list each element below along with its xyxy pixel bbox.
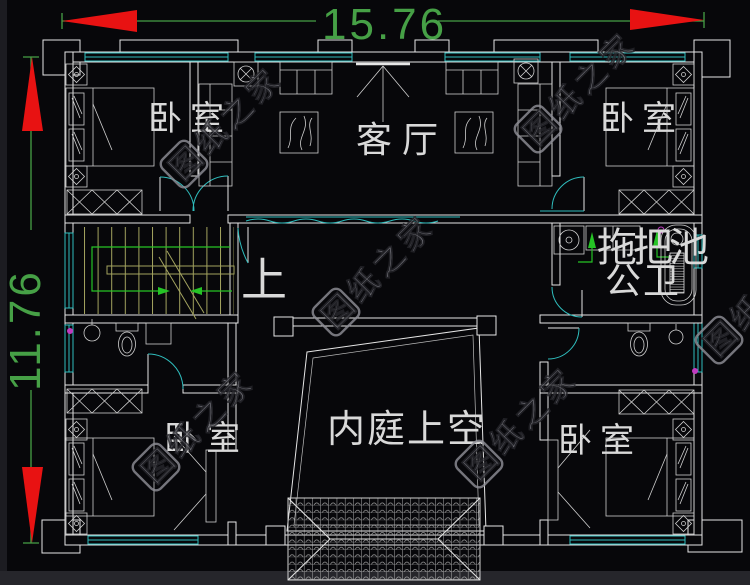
tv-cabinet [233,61,259,87]
sofa [445,61,499,95]
column [476,315,497,336]
stair-arrow-icon [158,287,170,295]
window [444,52,541,62]
sofa [198,83,233,187]
room-label-living: 客厅 [356,119,448,160]
room-labels: 卧室 卧室 客厅 卧室 卧室 内庭上空 拖把池 公卫 上 [148,100,712,460]
stair-arrow-icon [190,287,202,295]
doors [147,175,591,531]
door-bedroom-bottom-left [173,435,217,531]
window [87,535,199,545]
dimension-arrow-down-icon [22,467,43,543]
stair-up-label: 上 [241,254,287,306]
bathroom-right-fixtures [627,322,698,374]
dimension-arrow-left-icon [62,10,137,32]
dimension-arrow-right-icon [630,9,704,30]
left-edge-strip [0,0,7,585]
window [569,52,686,62]
sofa [279,61,333,95]
window [693,234,703,269]
dimension-left: 11.76 [1,56,50,544]
utility-room-fixtures [553,224,697,306]
door-utility [551,286,583,318]
room-label-public-bath: 公卫 [605,260,681,301]
dimension-arrow-up-icon [22,57,43,131]
window [569,535,686,545]
decor-panel [454,111,494,154]
porch-roof [287,497,481,581]
cabinet [145,322,172,345]
bathtub [660,224,697,306]
drain-point [657,226,665,234]
entry-arrow-icon [356,65,410,122]
door-bedroom-bottom-right [547,429,591,529]
door-stairs [237,227,249,264]
stair-path-line [91,246,232,292]
door-bath-left [147,353,184,390]
column [265,525,286,546]
drain-point [692,368,698,374]
column [483,525,504,546]
room-label-bedroom-tl: 卧室 [148,100,232,138]
window [254,52,353,62]
washing-machine [553,225,585,255]
room-label-bedroom-tr: 卧室 [600,100,684,138]
room-label-bedroom-bl: 卧室 [164,420,248,458]
tv-cabinet [513,58,539,84]
stair-handrail [106,265,235,275]
bathroom-left-fixtures [67,319,172,357]
drain-point [67,328,73,334]
staircase [84,227,235,320]
room-label-bedroom-br: 卧室 [558,422,642,460]
door-bath-right [547,327,580,360]
column [273,316,294,337]
height-dimension-label: 11.76 [1,269,50,391]
room-label-courtyard: 内庭上空 [327,409,487,451]
window [64,232,74,309]
stair-break-line [158,250,205,320]
windows [64,52,703,545]
living-room-furniture [198,58,553,187]
decor-panel [279,111,319,154]
stair-treads [84,227,234,314]
window [84,52,229,62]
room-label-mop-pool: 拖把池 [597,226,708,270]
courtyard [273,315,497,532]
door-bedroom-top-right [540,176,585,212]
floor-drain-arrow-icon [578,232,596,263]
hall-partition-window [245,216,460,224]
